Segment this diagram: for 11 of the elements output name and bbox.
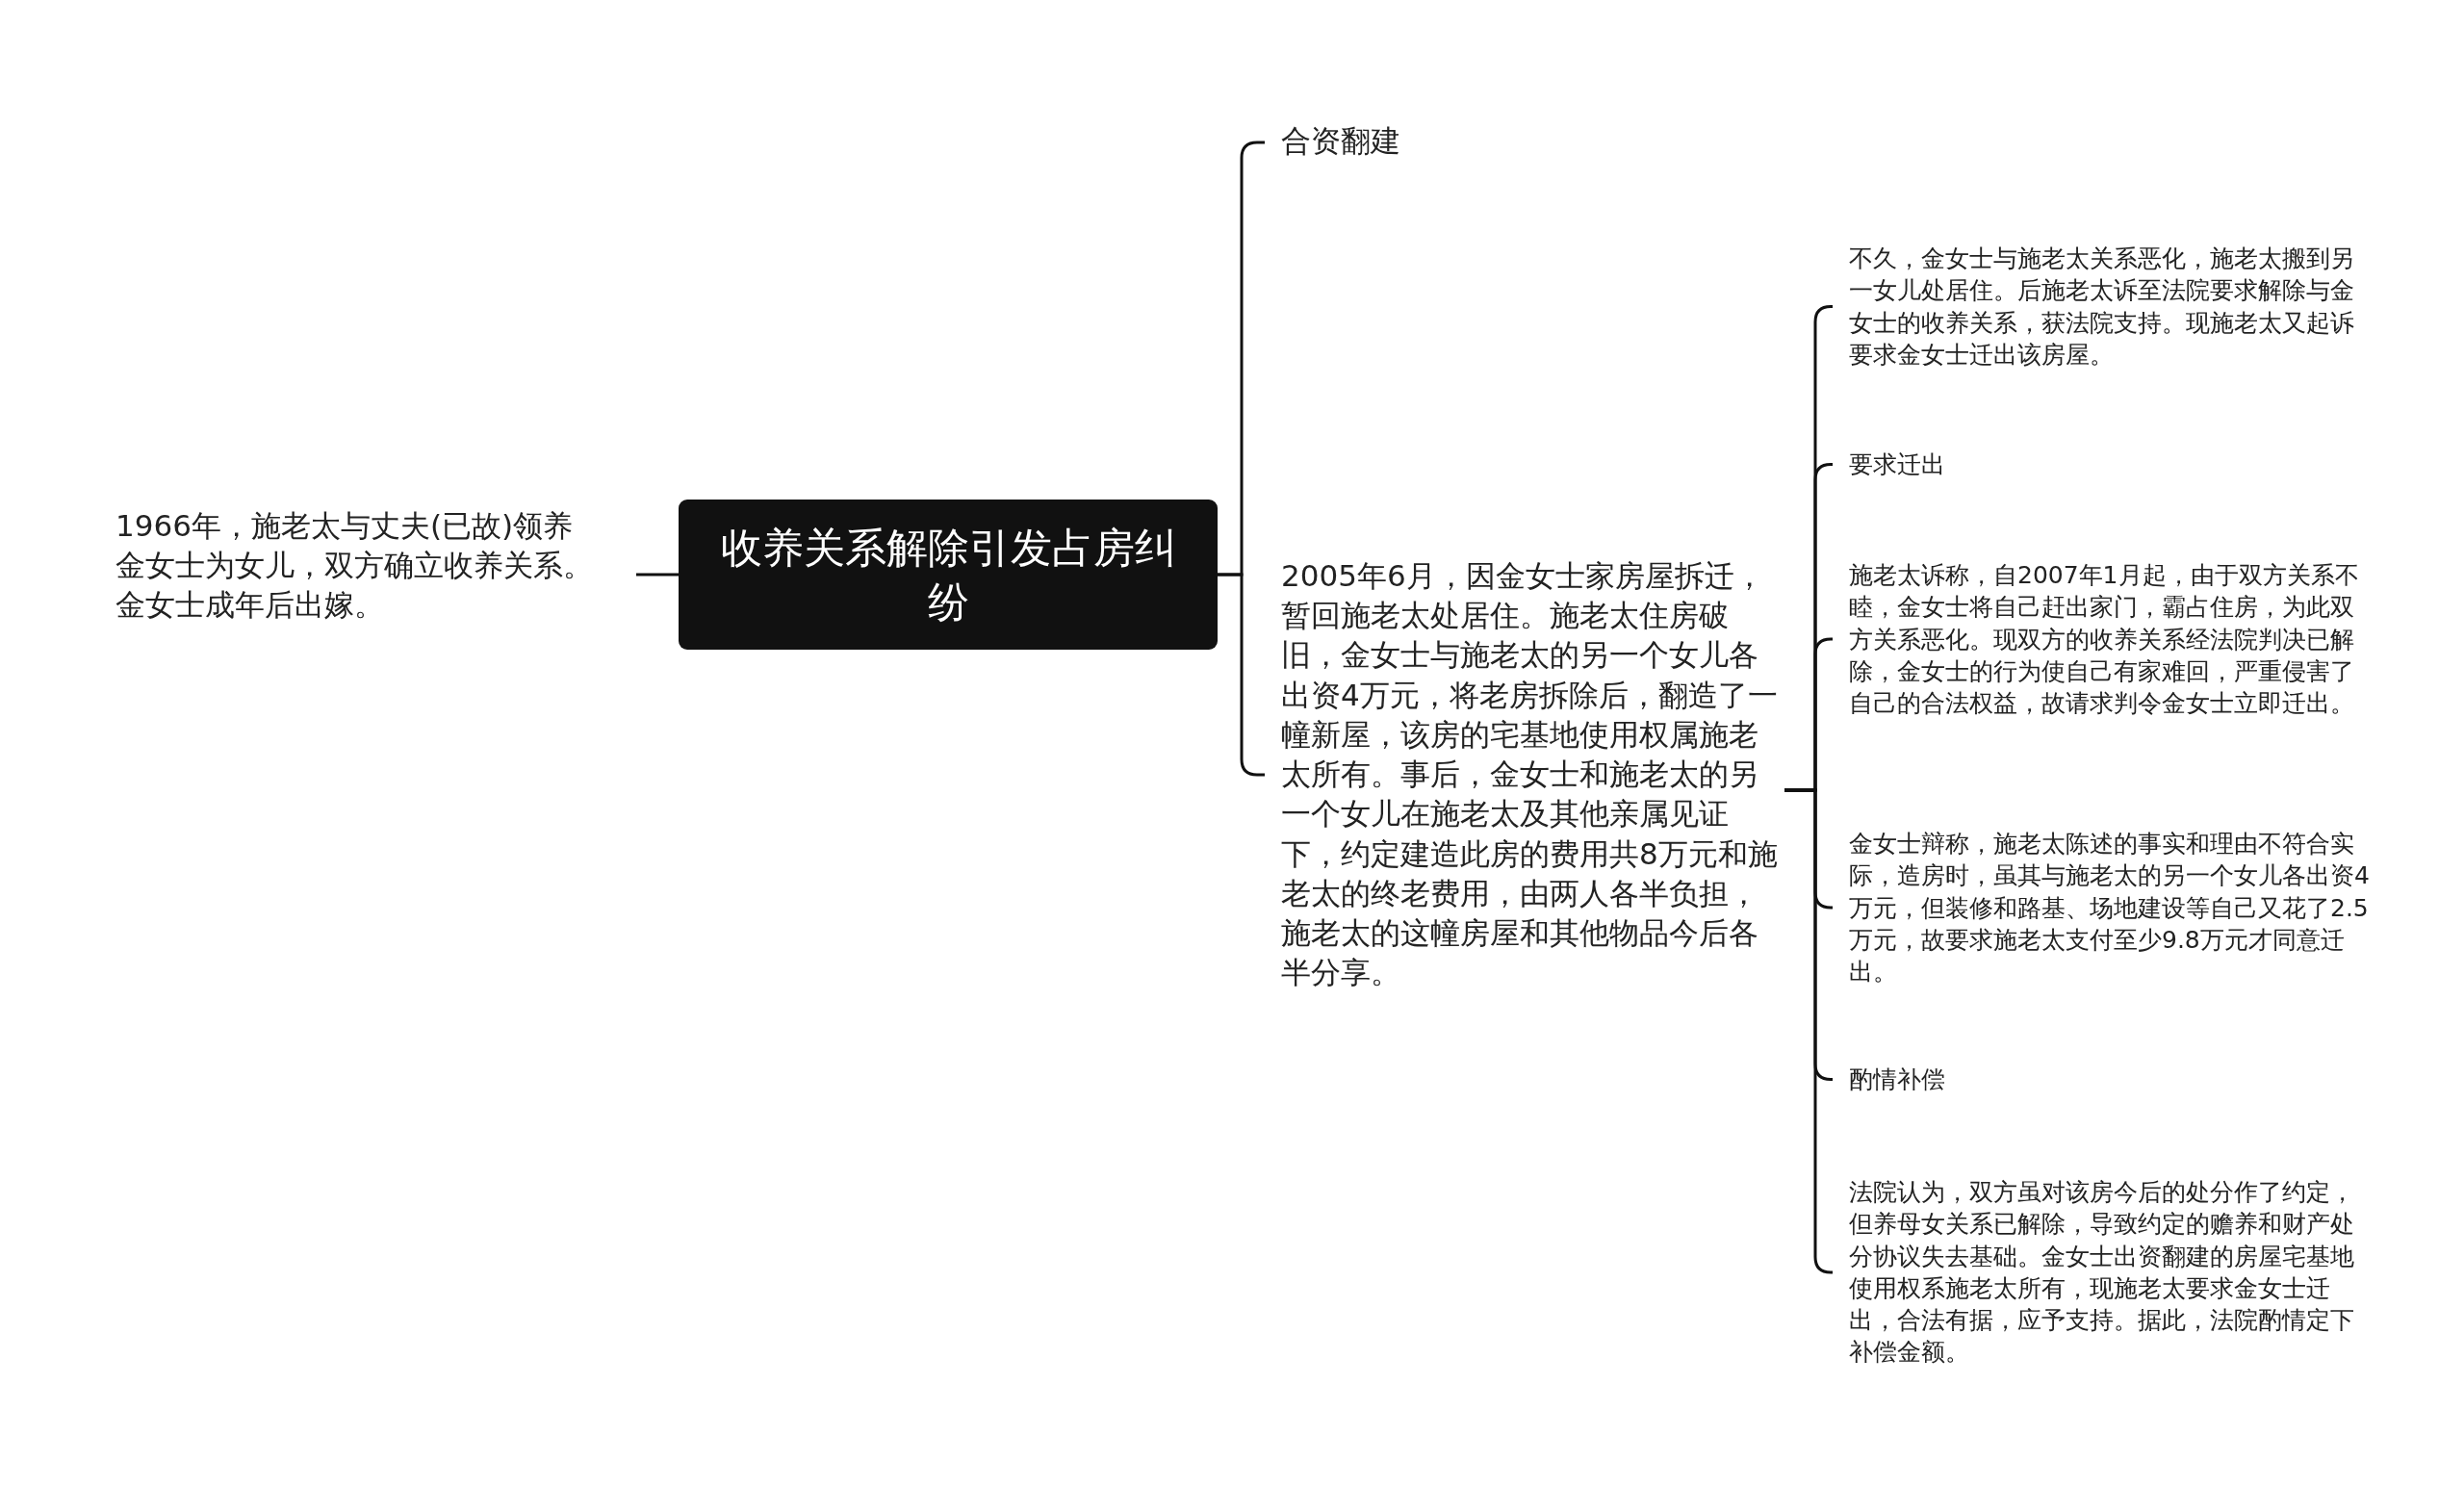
- branch-text: 法院认为，双方虽对该房今后的处分作了约定，但养母女关系已解除，导致约定的赡养和财产处分协议失去基础。金女士出资翻建的房屋宅基地使用权系施老太所有，现施老太要求金女士迁出，合法有据，应予支持。据此，法院酌情定下补偿金额。: [1849, 1177, 2355, 1369]
- branch-text: 施老太诉称，自2007年1月起，由于双方关系不睦，金女士将自己赶出家门，霸占住房，为此双方关系恶化。现双方的收养关系经法院判决已解除，金女士的行为使自己有家难回，严重侵害了自己的合法权益，故请求判令金女士立即迁出。: [1849, 560, 2360, 719]
- branch-text: 2005年6月，因金女士家房屋拆迁，暂回施老太处居住。施老太住房破旧，金女士与施老太的另一个女儿各出资4万元，将老房拆除后，翻造了一幢新屋，该房的宅基地使用权属施老太所有。事后，金女士和施老太的另一个女儿在施老太及其他亲属见证下，约定建造此房的费用共8万元和施老太的终老费用，由两人各半负担，施老太的这幢房屋和其他物品今后各半分享。: [1281, 557, 1779, 992]
- topic-box: 收养关系解除引发占房纠纷: [679, 500, 1218, 650]
- connector-line: [636, 573, 679, 577]
- branch-text: 合资翻建: [1281, 122, 1401, 160]
- branch-text: 酌情补偿: [1849, 1064, 1946, 1095]
- branch-text: 金女士辩称，施老太陈述的事实和理由不符合实际，造房时，虽其与施老太的另一个女儿各出资4万元，但装修和路基、场地建设等自己又花了2.5万元，故要求施老太支付至少9.8万元才同意迁出。: [1849, 829, 2371, 987]
- branch-text: 1966年，施老太与丈夫(已故)领养金女士为女儿，双方确立收养关系。金女士成年后出嫁。: [116, 507, 594, 625]
- branch-text: 要求迁出: [1849, 449, 1946, 480]
- branch-text: 不久，金女士与施老太关系恶化，施老太搬到另一女儿处居住。后施老太诉至法院要求解除与金女士的收养关系，获法院支持。现施老太又起诉要求金女士迁出该房屋。: [1849, 244, 2355, 371]
